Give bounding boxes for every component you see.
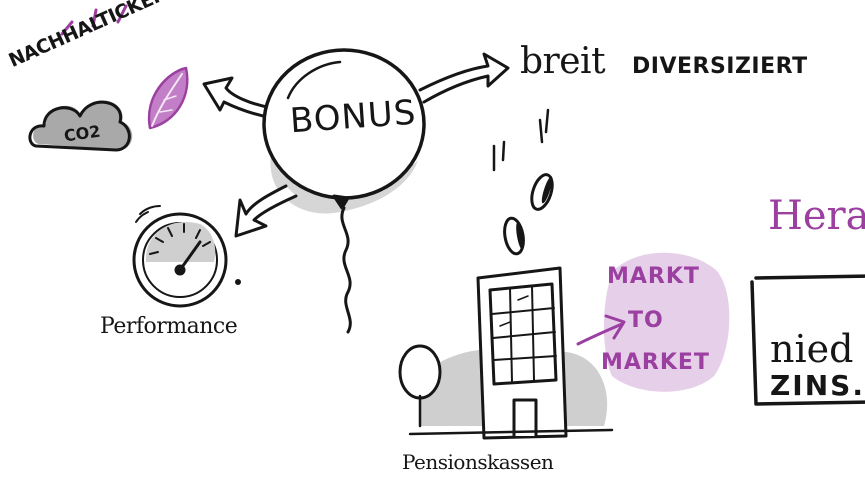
mark-to-market-label-line1: MARKT [607, 264, 700, 289]
challenge-heading: Herau [768, 193, 865, 239]
diversified-label: DIVERSIZIERT [632, 54, 808, 79]
mark-to-market-label-line2: TO [628, 308, 664, 333]
performance-label: Performance [100, 314, 238, 339]
mark-to-market-label-line3: MARKET [601, 350, 710, 375]
gauge-icon [132, 205, 241, 308]
arrow-icon [202, 52, 510, 238]
leaf-icon [147, 66, 189, 130]
broad-label: breit [520, 41, 606, 82]
highlight-blob [603, 252, 730, 392]
cloud-icon [28, 100, 133, 152]
building-icon [408, 266, 614, 440]
challenge-box [750, 274, 865, 406]
tree-icon [398, 344, 442, 428]
pension-funds-label: Pensionskassen [402, 450, 554, 474]
sparkle-icon [60, 4, 128, 36]
low-label: nied [770, 327, 854, 371]
bonus-label: BONUS [288, 92, 418, 142]
balloon-icon [262, 48, 426, 334]
coin-icon [492, 108, 554, 256]
arrow-icon [576, 314, 626, 346]
interest-label: ZINS. [770, 369, 865, 402]
balloon-shadow [270, 148, 418, 214]
